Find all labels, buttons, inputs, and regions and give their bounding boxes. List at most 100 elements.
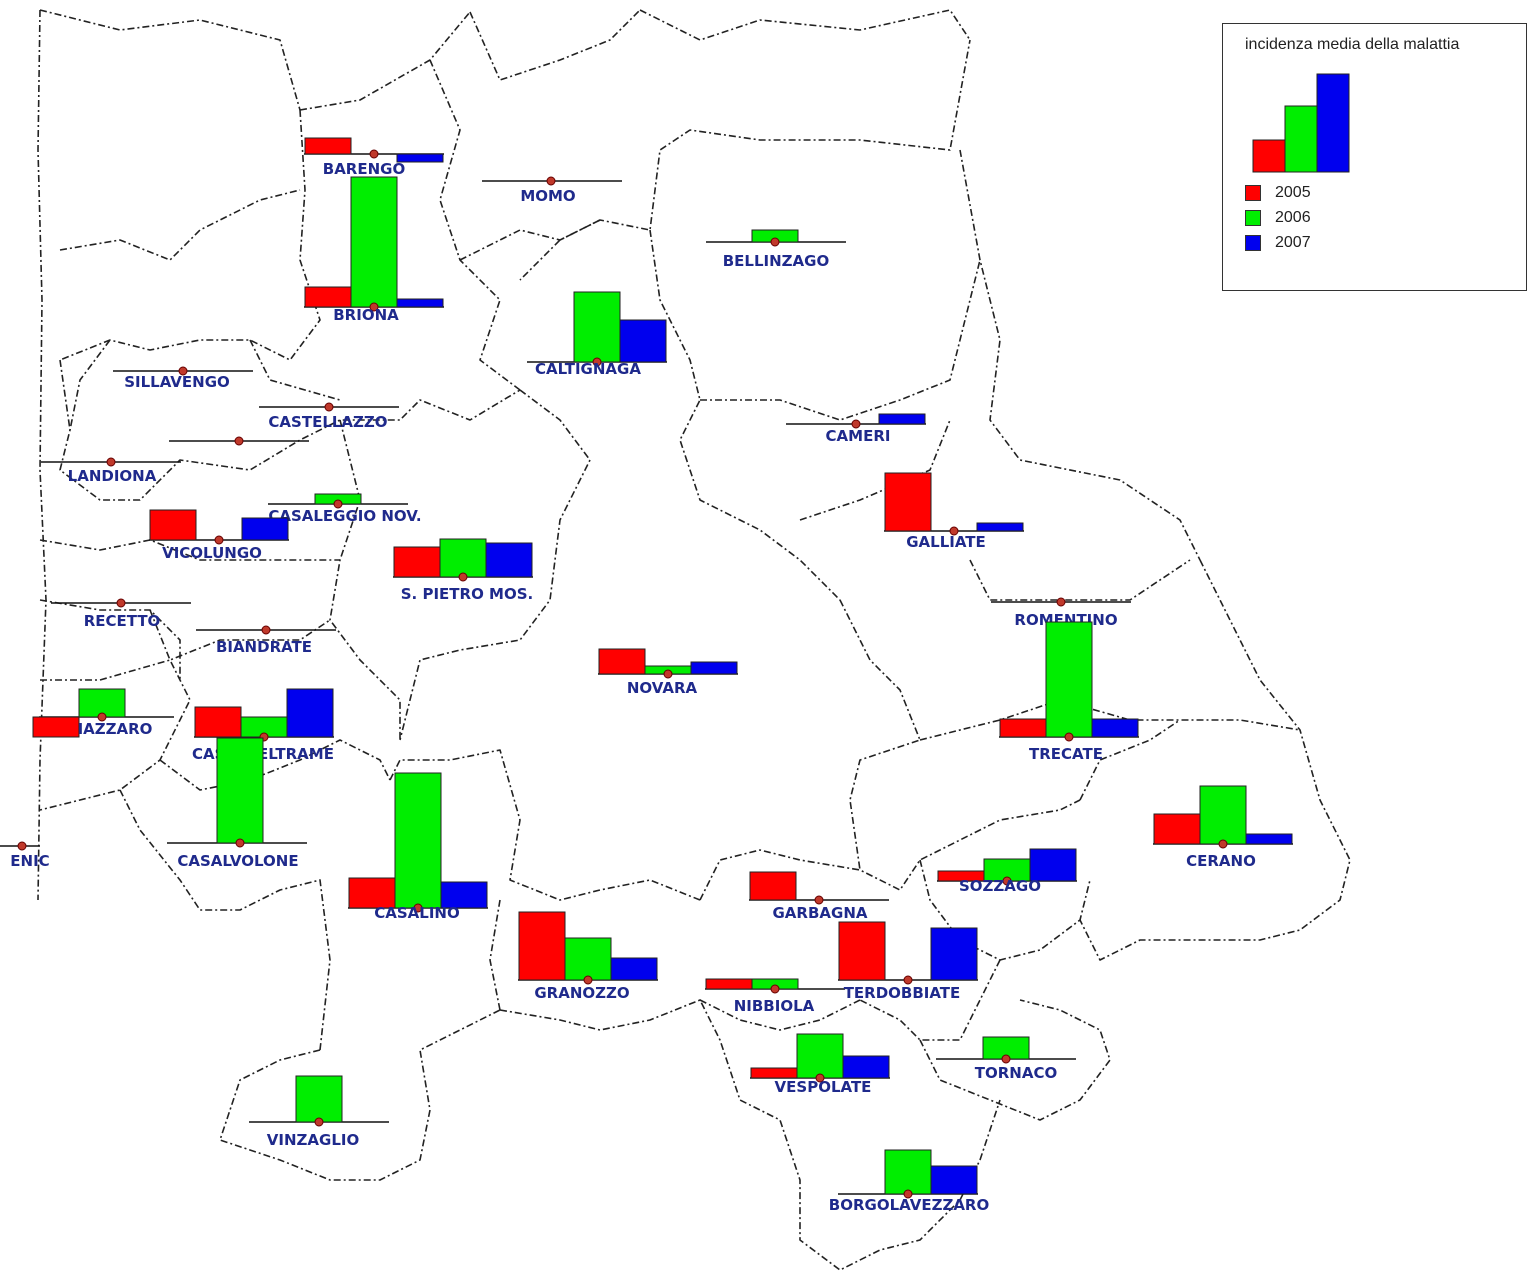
bar-2006 bbox=[295, 1075, 343, 1123]
town-label: GALLIATE bbox=[906, 533, 986, 551]
town-chart: NIBBIOLA bbox=[705, 978, 845, 1015]
bar-2005 bbox=[518, 911, 566, 981]
bar-2007 bbox=[1029, 848, 1077, 882]
town-chart: CASALEGGIO NOV. bbox=[268, 493, 422, 525]
legend-sample-bar-2006 bbox=[1284, 105, 1318, 173]
boundary-line bbox=[839, 599, 921, 871]
town-chart: CERANO bbox=[1153, 785, 1293, 870]
bar-2006 bbox=[1199, 785, 1247, 845]
town-centroid-dot bbox=[324, 402, 334, 412]
town-centroid-dot bbox=[261, 625, 271, 635]
legend-sample-chart bbox=[1252, 73, 1350, 173]
bar-2006 bbox=[394, 772, 442, 909]
town-chart: CASALVOLONE bbox=[167, 737, 307, 870]
boundary-line bbox=[389, 749, 701, 901]
boundary-line bbox=[399, 389, 591, 741]
town-chart: BRIONA bbox=[304, 176, 444, 324]
boundary-line bbox=[699, 799, 1081, 901]
legend-swatch-2005 bbox=[1245, 185, 1261, 201]
town-centroid-dot bbox=[369, 302, 379, 312]
town-label: CASALEGGIO NOV. bbox=[268, 507, 421, 525]
town-centroid-dot bbox=[583, 975, 593, 985]
boundary-line bbox=[37, 9, 47, 901]
town-chart: MOMO bbox=[482, 176, 622, 205]
town-centroid-dot bbox=[116, 598, 126, 608]
town-label: GARBAGNA bbox=[773, 904, 868, 922]
town-centroid-dot bbox=[458, 572, 468, 582]
town-label: GRANOZZO bbox=[534, 984, 629, 1002]
bar-2006 bbox=[1045, 621, 1093, 738]
town-label: CASALINO bbox=[374, 904, 459, 922]
bar-2005 bbox=[304, 137, 352, 155]
boundary-line bbox=[59, 109, 321, 361]
bar-2005 bbox=[705, 978, 753, 990]
town-label: VESPOLATE bbox=[775, 1078, 872, 1096]
town-chart: TRECATE bbox=[999, 621, 1139, 763]
town-label: BELLINZAGO bbox=[723, 252, 829, 270]
bar-2005 bbox=[750, 1067, 798, 1079]
boundary-line bbox=[39, 9, 301, 111]
town-centroid-dot bbox=[369, 149, 379, 159]
town-label: ENIC bbox=[10, 852, 49, 870]
bar-2005 bbox=[838, 921, 886, 981]
town-label: TERDOBBIATE bbox=[844, 984, 961, 1002]
town-label: RECETTO bbox=[84, 612, 161, 630]
boundary-line bbox=[859, 959, 1001, 1041]
town-label: S. PIETRO MOS. bbox=[401, 585, 533, 603]
legend-swatch-2006 bbox=[1245, 210, 1261, 226]
town-label: VICOLUNGO bbox=[162, 544, 262, 562]
bar-2007 bbox=[976, 522, 1024, 532]
town-chart: CASTELLAZZO bbox=[259, 402, 399, 431]
bar-2006 bbox=[796, 1033, 844, 1079]
boundary-line bbox=[499, 999, 1001, 1271]
legend-label-2006: 2006 bbox=[1275, 209, 1311, 226]
town-label: CAMERI bbox=[826, 427, 891, 445]
legend: incidenza media della malattia 2005 2006… bbox=[1222, 23, 1527, 291]
legend-item-2007: 2007 bbox=[1245, 234, 1311, 252]
bar-2005 bbox=[598, 648, 646, 675]
town-centroid-dot bbox=[314, 1117, 324, 1127]
boundary-line bbox=[519, 219, 601, 281]
municipal-boundaries bbox=[37, 9, 1351, 1271]
town-chart: GRANOZZO bbox=[518, 911, 658, 1002]
town-centroid-dot bbox=[235, 838, 245, 848]
town-chart: GARBAGNA bbox=[749, 871, 889, 922]
town-chart: TERDOBBIATE bbox=[838, 921, 978, 1002]
bar-2007 bbox=[1091, 718, 1139, 738]
legend-label-2007: 2007 bbox=[1275, 234, 1311, 251]
town-chart: SOZZAGO bbox=[937, 848, 1077, 895]
bar-2007 bbox=[619, 319, 667, 363]
town-label: CERANO bbox=[1186, 852, 1256, 870]
bar-2007 bbox=[842, 1055, 890, 1079]
bar-2006 bbox=[78, 688, 126, 718]
boundary-line bbox=[69, 339, 111, 431]
town-chart: GALLIATE bbox=[884, 472, 1024, 551]
boundary-line bbox=[39, 659, 191, 811]
town-chart: CASALINO bbox=[348, 772, 488, 922]
town-label: BIANDRATE bbox=[216, 638, 312, 656]
boundary-line bbox=[469, 9, 641, 81]
municipal-bar-charts: BARENGOBRIONAMOMOBELLINZAGOCALTIGNAGASIL… bbox=[0, 137, 1293, 1214]
boundary-line bbox=[59, 359, 521, 501]
town-chart: BARENGO bbox=[304, 137, 444, 178]
town-label: CASTELLAZZO bbox=[268, 413, 387, 431]
bar-2007 bbox=[440, 881, 488, 909]
boundary-line bbox=[159, 739, 391, 791]
bar-2006 bbox=[216, 737, 264, 844]
boundary-line bbox=[959, 149, 1201, 561]
town-chart: VICOLUNGO bbox=[149, 509, 289, 562]
town-label: NIBBIOLA bbox=[734, 997, 815, 1015]
town-centroid-dot bbox=[97, 712, 107, 722]
town-centroid-dot bbox=[903, 1189, 913, 1199]
town-centroid-dot bbox=[1064, 732, 1074, 742]
bar-2007 bbox=[396, 153, 444, 163]
town-label: BORGOLAVEZZARO bbox=[829, 1196, 989, 1214]
boundary-line bbox=[1079, 559, 1351, 961]
town-label: TRECATE bbox=[1029, 745, 1103, 763]
boundary-line bbox=[59, 189, 301, 261]
boundary-line bbox=[329, 419, 401, 740]
town-centroid-dot bbox=[106, 457, 116, 467]
boundary-line bbox=[249, 339, 341, 401]
bar-2006 bbox=[884, 1149, 932, 1195]
